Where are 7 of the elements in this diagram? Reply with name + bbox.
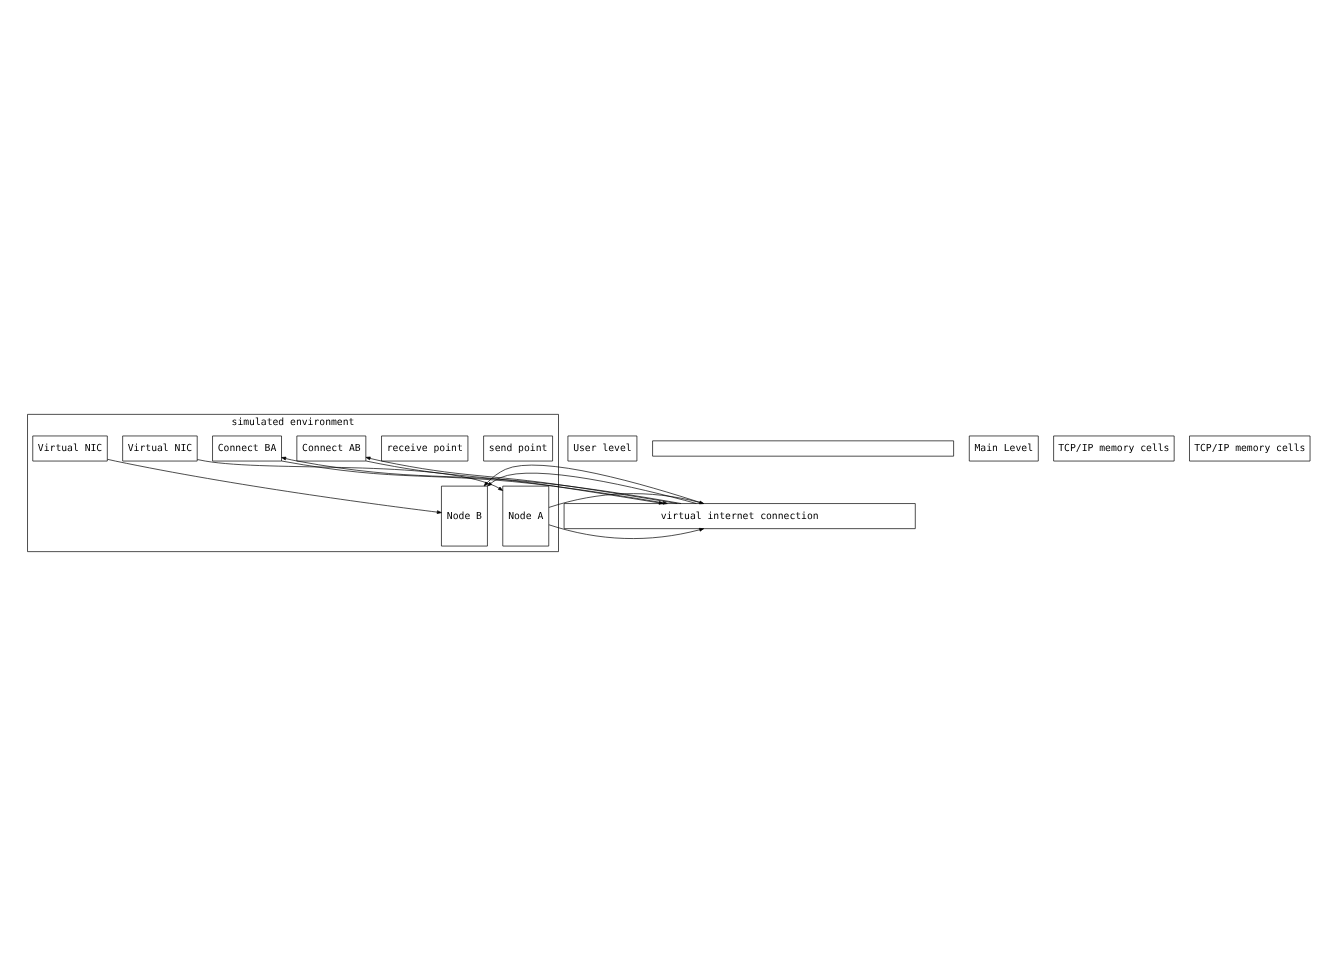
arrow (548, 524, 705, 539)
arrow (548, 493, 705, 508)
node-bar (652, 440, 954, 457)
arrow (483, 464, 704, 504)
arrow (487, 472, 697, 504)
arrow (197, 459, 503, 491)
arrow (107, 458, 442, 514)
